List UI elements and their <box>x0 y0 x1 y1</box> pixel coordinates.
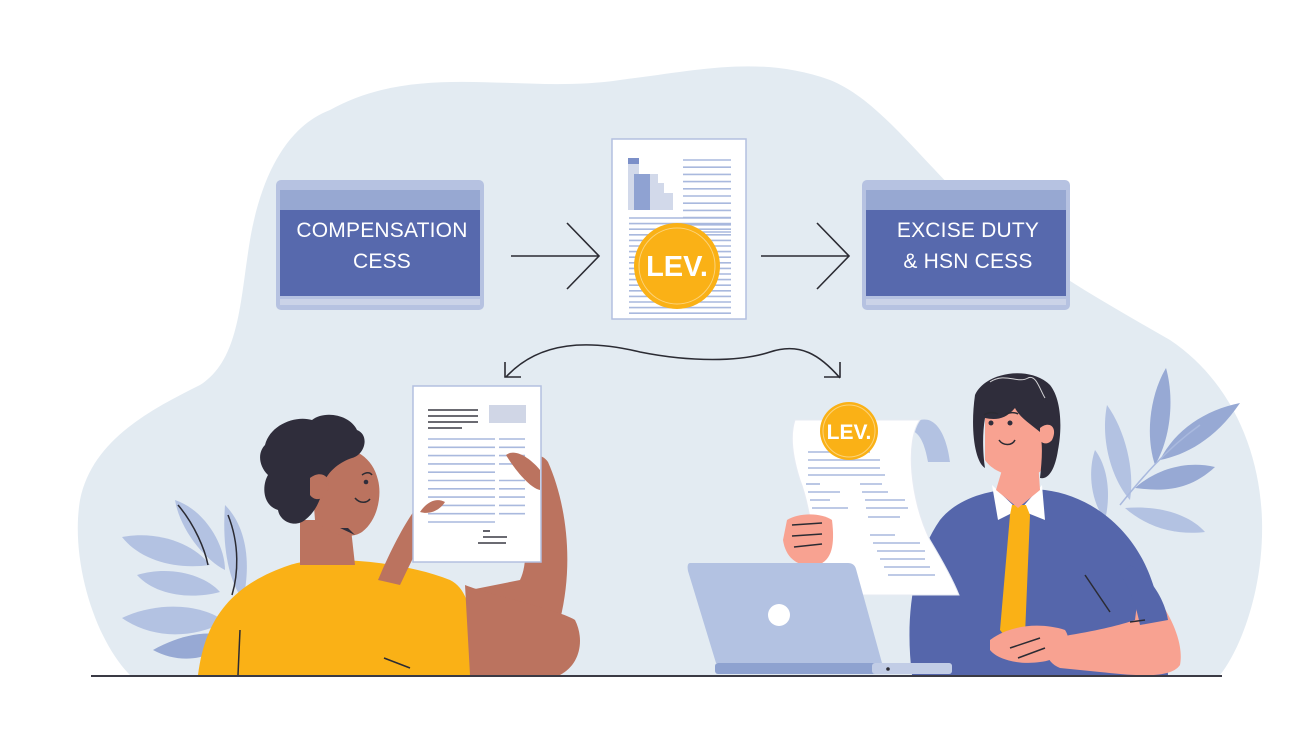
source-box-header <box>280 190 480 210</box>
target-box-header <box>866 190 1066 210</box>
arrow-right-icon <box>511 222 601 290</box>
source-box-body <box>280 210 480 296</box>
target-box-body <box>866 210 1066 296</box>
exchange-arrow-icon <box>504 344 841 379</box>
person-right-with-laptop <box>909 373 1181 676</box>
target-box-excise-duty-hsn-cess: EXCISE DUTY & HSN CESS <box>862 180 1070 310</box>
source-box-footer <box>280 299 480 305</box>
target-box-label-line2: & HSN CESS <box>903 250 1032 273</box>
target-box-footer <box>866 299 1066 305</box>
levy-coin-badge: LEV. <box>634 223 720 309</box>
arrow-right-icon <box>761 222 851 290</box>
target-box-label-line1: EXCISE DUTY <box>897 219 1039 242</box>
plant-left-icon <box>122 500 247 659</box>
person-left-reading <box>198 414 580 676</box>
levy-coin-badge-small: LEV. <box>820 402 878 460</box>
source-box-label-line2: CESS <box>353 250 411 273</box>
plant-right-icon <box>1091 368 1240 533</box>
bar-chart-icon <box>628 158 673 210</box>
center-levy-document: LEV. <box>611 138 747 320</box>
levy-scroll-document: LEV. <box>783 402 960 596</box>
document-held-left <box>412 385 542 563</box>
source-box-compensation-cess: COMPENSATION CESS <box>276 180 484 310</box>
levy-coin-label-small: LEV. <box>827 421 872 444</box>
source-box-label-line1: COMPENSATION <box>296 219 467 242</box>
levy-coin-label: LEV. <box>646 251 708 283</box>
laptop-icon <box>687 563 952 674</box>
